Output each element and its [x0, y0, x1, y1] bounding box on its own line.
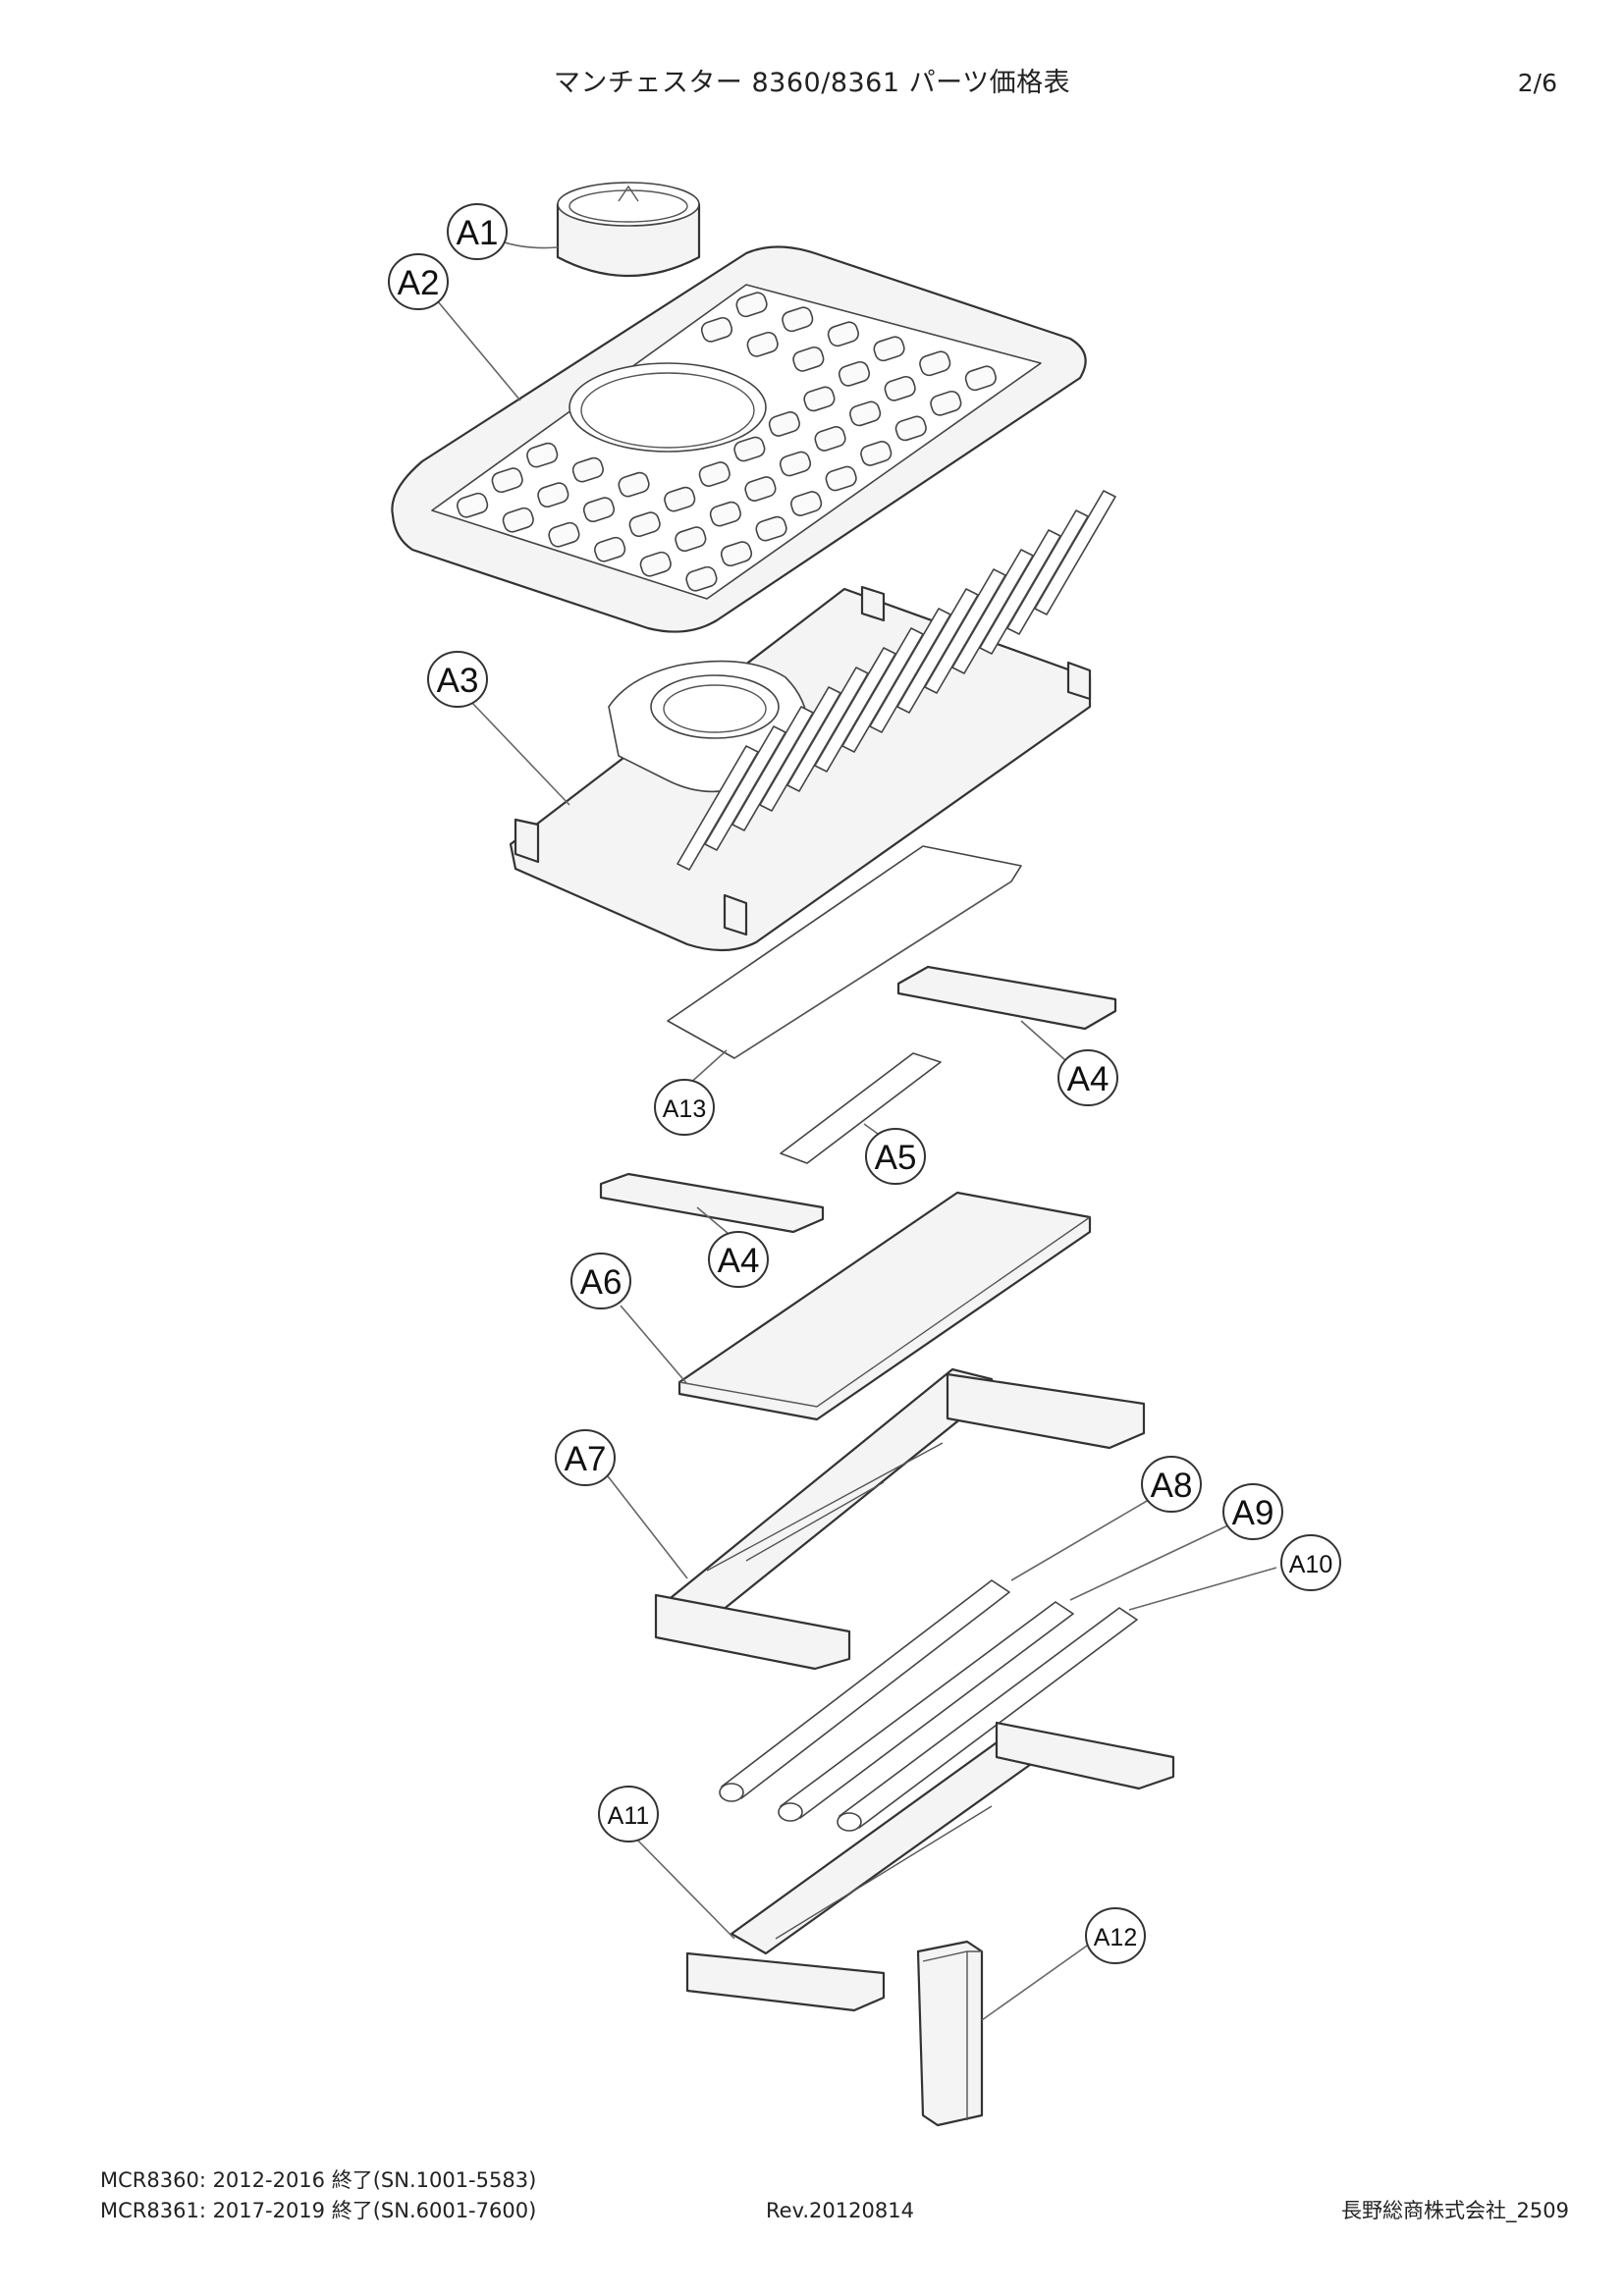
grid-cell	[849, 400, 882, 427]
part-a6-board	[677, 1191, 1092, 1421]
grid-cell	[790, 491, 823, 516]
grid-cell	[502, 507, 534, 533]
grid-cell	[779, 451, 812, 477]
grid-cell	[628, 511, 661, 538]
callout-label: A11	[608, 1802, 650, 1830]
callout-A7: A7	[555, 1429, 616, 1486]
callout-A9: A9	[1222, 1483, 1283, 1540]
callout-label: A6	[580, 1263, 623, 1302]
footer-company: 長野総商株式会社_2509	[1341, 2199, 1569, 2222]
grid-cell	[964, 365, 997, 392]
grid-cell	[709, 501, 741, 527]
callout-A11: A11	[598, 1786, 659, 1842]
grid-cell	[860, 441, 893, 466]
grid-cell	[526, 442, 559, 468]
grid-cell	[720, 541, 753, 567]
callout-A12: A12	[1085, 1907, 1146, 1964]
part-base-tray	[509, 490, 1116, 952]
grid-cell	[457, 492, 489, 518]
part-a5-strip	[780, 1052, 942, 1164]
grid-cell	[894, 415, 927, 442]
grid-cell	[537, 482, 569, 508]
table-grid	[457, 292, 997, 592]
callout-A2: A2	[388, 253, 449, 310]
grid-cell	[571, 456, 604, 483]
part-a11-frame	[685, 1721, 1175, 2012]
grid-cell	[930, 390, 962, 416]
grid-cell	[746, 331, 779, 357]
callout-A3: A3	[427, 651, 488, 708]
part-a7-frame	[654, 1367, 1146, 1671]
part-a13-sheet	[667, 845, 1022, 1059]
callout-label: A2	[398, 264, 440, 302]
grid-cell	[675, 526, 707, 553]
grid-cell	[664, 486, 696, 512]
callout-label: A1	[457, 214, 499, 252]
callout-A5: A5	[865, 1128, 926, 1185]
grid-cell	[873, 336, 905, 362]
page-title: マンチェスター 8360/8361 パーツ価格表	[553, 68, 1071, 98]
part-a12-post	[916, 1940, 984, 2127]
grid-cell	[768, 411, 800, 437]
callout-label: A10	[1289, 1551, 1332, 1578]
callout-label: A13	[663, 1095, 706, 1123]
part-a9-tube	[778, 1601, 1074, 1822]
grid-cell	[803, 386, 836, 412]
grid-cell	[735, 292, 768, 318]
grid-cell	[919, 350, 951, 377]
callout-A6: A6	[570, 1253, 631, 1309]
callout-label: A8	[1151, 1467, 1193, 1505]
callout-A4b: A4	[708, 1231, 769, 1288]
callout-label: A3	[437, 662, 479, 700]
tray-slats	[677, 490, 1116, 871]
grid-cell	[884, 375, 916, 401]
footer-model-line-1: MCR8360: 2012-2016 終了(SN.1001-5583)	[100, 2168, 537, 2192]
callout-A8: A8	[1141, 1456, 1202, 1513]
grid-cell	[755, 515, 787, 542]
grid-cell	[838, 360, 871, 387]
callout-A1: A1	[447, 203, 508, 260]
footer-model-info: MCR8360: 2012-2016 終了(SN.1001-5583) MCR8…	[100, 2165, 536, 2226]
grid-cell	[639, 551, 672, 577]
grid-cell	[827, 321, 859, 347]
callout-label: A7	[565, 1440, 607, 1478]
grid-cell	[733, 436, 766, 462]
grid-cell	[782, 306, 814, 333]
callout-A10: A10	[1280, 1534, 1341, 1591]
grid-cell	[491, 467, 523, 494]
grid-cell	[814, 426, 846, 452]
grid-cell	[698, 461, 731, 487]
grid-cell	[825, 465, 857, 492]
callout-label: A4	[718, 1242, 760, 1280]
part-table-top	[391, 245, 1087, 633]
callout-A4a: A4	[1057, 1049, 1118, 1106]
grid-cell	[594, 536, 626, 562]
footer-revision: Rev.20120814	[766, 2199, 914, 2222]
grid-cell	[700, 316, 733, 343]
part-a4-upper-strip	[896, 965, 1117, 1031]
footer-model-line-2: MCR8361: 2017-2019 終了(SN.6001-7600)	[100, 2199, 537, 2222]
grid-cell	[618, 471, 650, 498]
callout-A13: A13	[654, 1079, 715, 1136]
callout-label: A5	[875, 1139, 917, 1177]
tray-slat	[1034, 490, 1116, 615]
grid-cell	[792, 346, 825, 372]
part-a4-lower-strip	[599, 1172, 825, 1234]
part-a10-tube	[837, 1607, 1138, 1832]
callout-label: A12	[1094, 1924, 1137, 1951]
grid-cell	[548, 521, 580, 548]
callout-label: A9	[1232, 1494, 1274, 1532]
part-a8-tube	[719, 1579, 1010, 1802]
part-cup-ring	[556, 182, 701, 277]
callout-label: A4	[1067, 1060, 1110, 1098]
grid-cell	[582, 497, 616, 523]
grid-cell	[744, 476, 777, 502]
page-number: 2/6	[1517, 69, 1557, 97]
grid-cell	[685, 565, 718, 592]
